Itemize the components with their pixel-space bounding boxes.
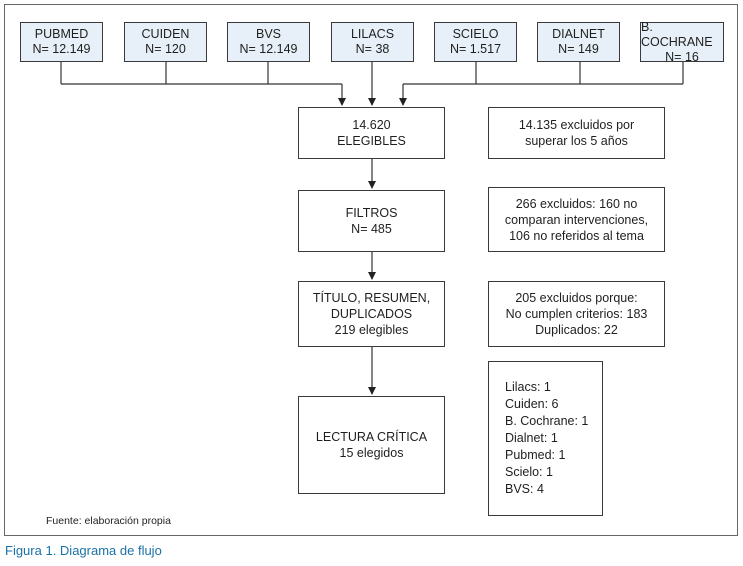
exclusion-line: 266 excluidos: 160 no [515, 196, 638, 211]
exclusion-line: comparan intervenciones, [504, 212, 649, 227]
step-filtros: FILTROS N= 485 [298, 190, 445, 252]
step-line: LECTURA CRÍTICA [315, 430, 428, 444]
source-name: DIALNET [552, 27, 605, 41]
source-name: LILACS [350, 27, 395, 41]
source-name: B. COCHRANE [641, 19, 713, 49]
step-line: TÍTULO, RESUMEN, [312, 291, 431, 305]
list-item: BVS: 4 [505, 482, 544, 496]
source-count: N= 1.517 [449, 42, 502, 56]
exclusion-criteria: 205 excluidos porque: No cumplen criteri… [488, 281, 665, 347]
list-item: Pubmed: 1 [505, 448, 566, 462]
source-name: BVS [255, 27, 281, 41]
exclusion-line: 14.135 excluidos por [518, 118, 635, 132]
exclusion-years: 14.135 excluidos por superar los 5 años [488, 107, 665, 159]
source-scielo: SCIELO N= 1.517 [434, 22, 517, 62]
step-line: N= 485 [351, 222, 392, 236]
source-count: N= 12.149 [32, 42, 91, 56]
step-line: 14.620 [352, 118, 391, 132]
source-count: N= 120 [145, 42, 186, 56]
step-line: FILTROS [345, 206, 398, 220]
step-lectura-critica: LECTURA CRÍTICA 15 elegidos [298, 396, 445, 494]
source-count: N= 12.149 [239, 42, 298, 56]
source-cuiden: CUIDEN N= 120 [124, 22, 207, 62]
source-count: N= 16 [665, 49, 699, 64]
step-line: 15 elegidos [339, 446, 404, 460]
step-line: 219 elegibles [334, 323, 409, 337]
step-titulo-resumen: TÍTULO, RESUMEN, DUPLICADOS 219 elegible… [298, 281, 445, 347]
source-pubmed: PUBMED N= 12.149 [20, 22, 103, 62]
step-line: ELEGIBLES [337, 134, 406, 148]
source-dialnet: DIALNET N= 149 [537, 22, 620, 62]
list-item: Cuiden: 6 [505, 397, 559, 411]
source-name: PUBMED [34, 27, 89, 41]
exclusion-line: 106 no referidos al tema [509, 228, 644, 243]
source-bvs: BVS N= 12.149 [227, 22, 310, 62]
step-elegibles: 14.620 ELEGIBLES [298, 107, 445, 159]
selected-by-source: Lilacs: 1 Cuiden: 6 B. Cochrane: 1 Dialn… [488, 361, 603, 516]
source-count: N= 149 [558, 42, 599, 56]
exclusion-line: 205 excluidos porque: [515, 291, 638, 305]
source-name: CUIDEN [141, 27, 190, 41]
list-item: Scielo: 1 [505, 465, 553, 479]
exclusion-line: superar los 5 años [525, 134, 628, 148]
exclusion-line: Duplicados: 22 [535, 323, 618, 337]
source-count: N= 38 [355, 42, 390, 56]
figure-frame [4, 4, 738, 536]
source-cochrane: B. COCHRANE N= 16 [640, 19, 724, 64]
list-item: Lilacs: 1 [505, 380, 551, 394]
source-name: SCIELO [452, 27, 499, 41]
step-line: DUPLICADOS [330, 307, 413, 321]
source-lilacs: LILACS N= 38 [331, 22, 414, 62]
source-footnote: Fuente: elaboración propia [46, 515, 171, 527]
figure-caption: Figura 1. Diagrama de flujo [5, 543, 162, 558]
exclusion-filters: 266 excluidos: 160 no comparan intervenc… [488, 187, 665, 252]
exclusion-line: No cumplen criterios: 183 [505, 307, 648, 321]
list-item: B. Cochrane: 1 [505, 414, 589, 428]
list-item: Dialnet: 1 [505, 431, 558, 445]
